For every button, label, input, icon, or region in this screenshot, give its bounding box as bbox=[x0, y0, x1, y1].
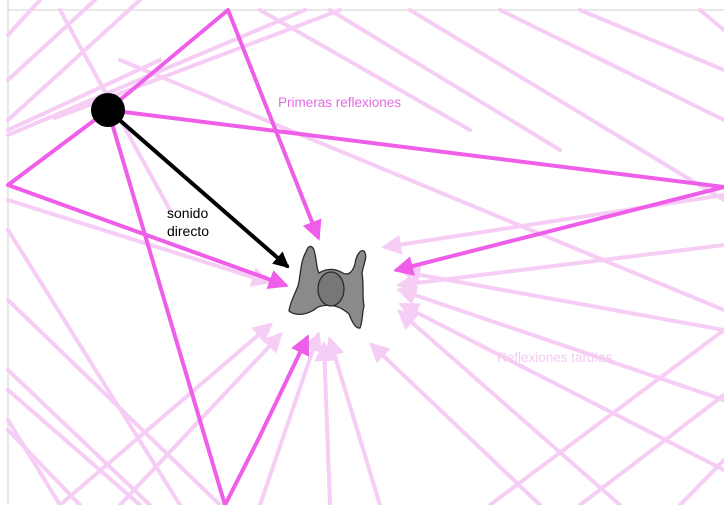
late-reflection-path bbox=[398, 303, 724, 472]
direct-sound-label-line2: directo bbox=[167, 223, 209, 239]
late-reflection-path bbox=[314, 341, 335, 505]
early-reflections-label: Primeras reflexiones bbox=[278, 95, 401, 110]
late-reflection-path bbox=[58, 322, 274, 505]
late-reflection-path bbox=[400, 265, 724, 332]
sound-source-icon bbox=[91, 93, 125, 127]
late-reflection-path bbox=[6, 198, 272, 287]
late-reflection-path bbox=[396, 309, 622, 505]
early-reflections bbox=[6, 8, 724, 505]
late-reflections-label: Reflexiones tardías bbox=[497, 350, 613, 365]
late-reflection-path bbox=[6, 0, 142, 122]
late-reflection-path bbox=[488, 328, 724, 505]
listener-person-icon bbox=[288, 245, 367, 329]
late-reflection-path bbox=[678, 458, 724, 505]
late-reflection-path bbox=[6, 58, 162, 132]
early-reflection-path bbox=[6, 108, 289, 289]
direct-sound-arrow bbox=[106, 108, 290, 269]
late-reflection-path bbox=[118, 58, 724, 312]
late-reflection-path bbox=[6, 0, 97, 82]
early-reflection-path bbox=[106, 8, 322, 241]
late-reflection-path bbox=[325, 336, 382, 505]
late-reflection-path bbox=[498, 8, 724, 122]
late-reflection-path bbox=[396, 285, 724, 402]
late-reflection-path bbox=[258, 331, 323, 505]
late-reflection-path bbox=[6, 228, 182, 505]
late-reflection-path bbox=[6, 0, 42, 37]
late-reflection-path bbox=[6, 388, 142, 505]
room-border bbox=[7, 0, 724, 505]
late-reflection-path bbox=[258, 8, 472, 132]
late-reflection-path bbox=[6, 8, 307, 137]
late-reflections bbox=[6, 0, 724, 505]
late-reflection-path bbox=[578, 8, 724, 72]
direct-sound-label-line1: sonido bbox=[167, 205, 208, 221]
late-reflection-path bbox=[369, 342, 542, 505]
late-reflection-path bbox=[6, 368, 152, 505]
late-reflection-path bbox=[408, 8, 724, 202]
early-reflection-path bbox=[106, 108, 310, 505]
late-reflection-path bbox=[381, 193, 724, 255]
late-reflection-path bbox=[328, 8, 562, 152]
early-reflection-path bbox=[106, 108, 724, 276]
late-reflection-path bbox=[698, 8, 724, 32]
late-reflection-path bbox=[6, 418, 62, 505]
late-reflection-path bbox=[578, 393, 724, 505]
late-reflection-path bbox=[396, 243, 724, 293]
